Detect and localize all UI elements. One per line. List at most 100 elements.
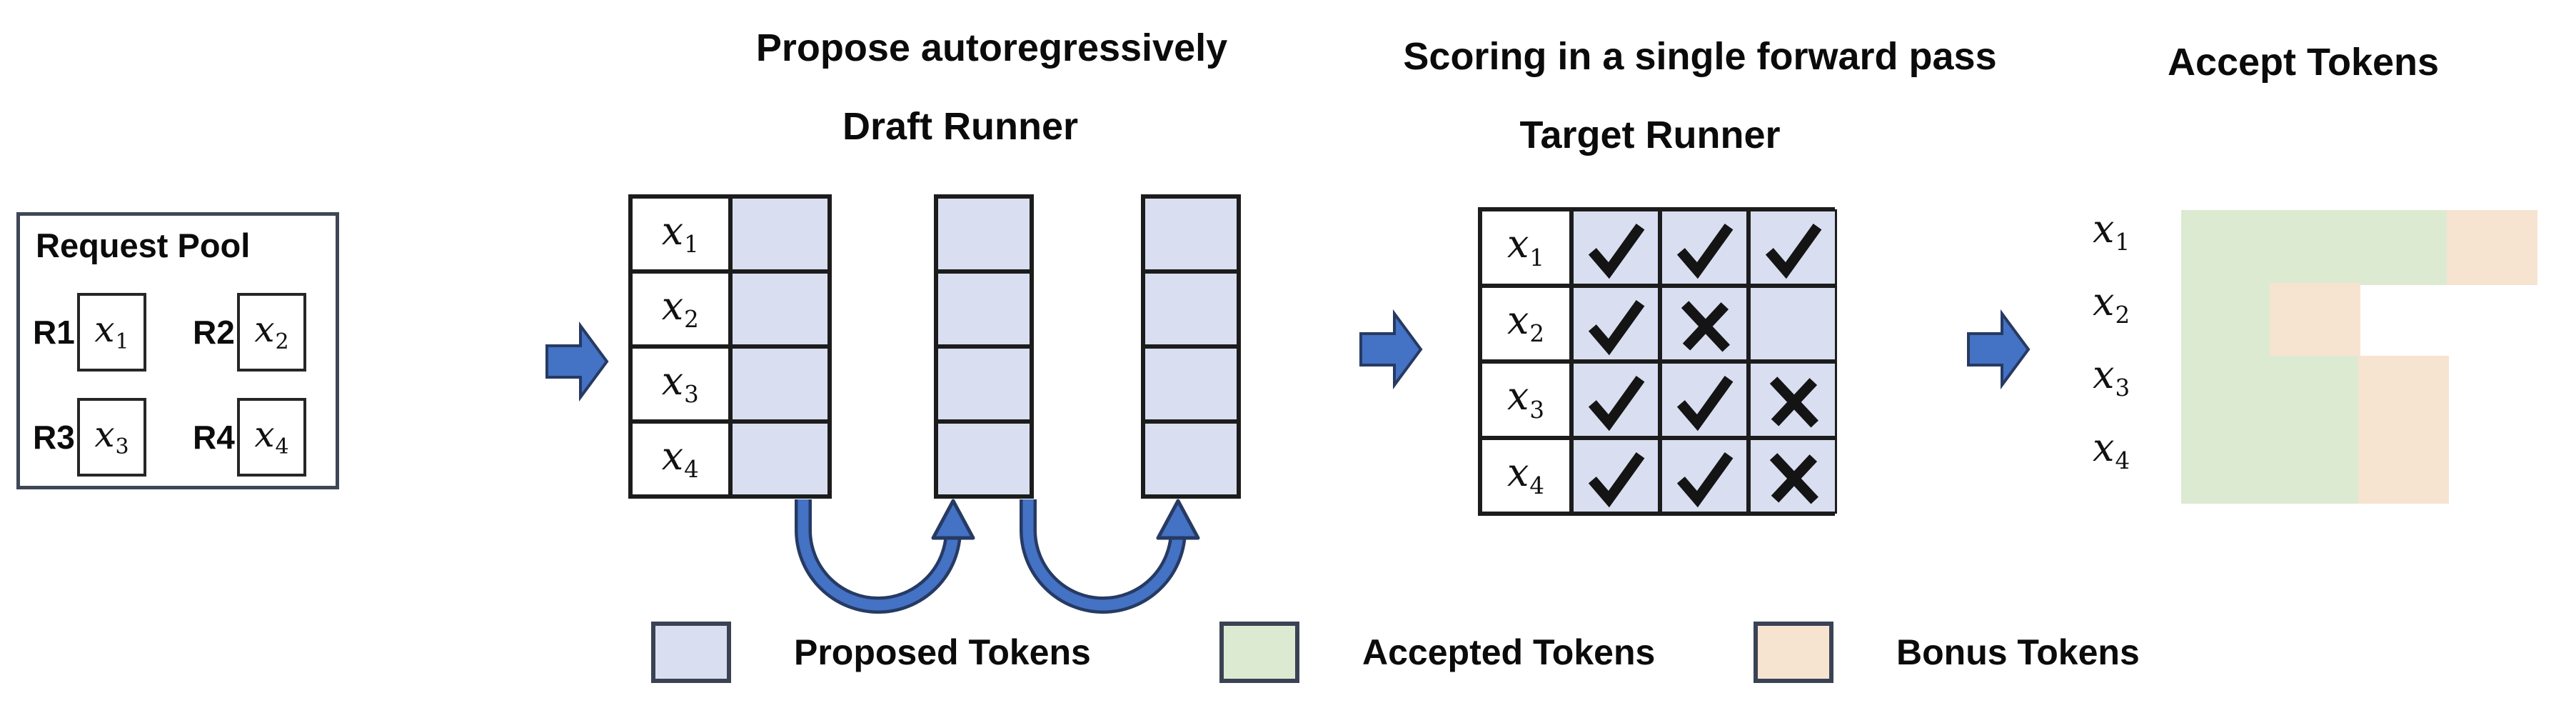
flow-arrow-draft-to-target-icon — [1359, 309, 1423, 389]
request-id-label: R1 — [33, 314, 75, 351]
accept-tokens-row: x2 — [2093, 283, 2360, 358]
token-label: x1 — [2093, 206, 2130, 256]
token-label: x3 — [2093, 352, 2130, 402]
draft-proposed-cell — [1143, 346, 1239, 422]
token-label: x2 — [661, 283, 699, 333]
request-item-r2: R2 x2 — [193, 293, 306, 372]
token-label: x4 — [661, 433, 699, 483]
token-label: x4 — [2093, 425, 2130, 475]
request-pool-title: Request Pool — [36, 226, 251, 264]
accepted-token-cell — [2181, 429, 2272, 504]
autoregressive-loop-arrow-1-icon — [795, 499, 975, 614]
target-runner-scoring-grid: x1 x2 x3 x4 — [1478, 207, 1837, 516]
accept-check-cell — [1749, 209, 1837, 286]
bonus-token-cell — [2447, 210, 2537, 285]
legend-label-bonus: Bonus Tokens — [1896, 632, 2140, 672]
token-label: x1 — [661, 208, 699, 258]
draft-runner-step2-column — [934, 194, 1034, 499]
request-token-label: x2 — [254, 308, 289, 355]
draft-proposed-cell — [730, 422, 830, 497]
accept-check-cell — [1660, 437, 1749, 514]
legend-label-accepted: Accepted Tokens — [1362, 632, 1656, 672]
accept-tokens-row: x3 — [2093, 356, 2449, 431]
bonus-color-swatch — [1754, 622, 1833, 683]
legend-item-proposed: Proposed Tokens — [651, 622, 1091, 683]
request-token-box: x2 — [237, 293, 306, 372]
accepted-token-cell — [2181, 356, 2272, 431]
legend-label-proposed: Proposed Tokens — [794, 632, 1091, 672]
draft-proposed-cell — [1143, 271, 1239, 346]
flow-arrow-target-to-accept-icon — [1967, 309, 2031, 389]
draft-runner-step3-column — [1141, 194, 1241, 499]
token-label: x2 — [2093, 279, 2130, 329]
request-token-label: x3 — [94, 413, 129, 460]
draft-row-label: x2 — [630, 271, 730, 346]
accept-tokens-row: x1 — [2093, 210, 2537, 285]
target-runner-title-line1: Scoring in a single forward pass — [1403, 35, 1997, 78]
accept-check-cell — [1571, 437, 1660, 514]
request-token-box: x4 — [237, 398, 306, 477]
accept-check-cell — [1660, 362, 1749, 438]
request-token-label: x4 — [254, 413, 289, 460]
accept-row-label: x4 — [2093, 429, 2183, 504]
draft-row-label: x1 — [630, 196, 730, 271]
reject-cross-cell — [1749, 362, 1837, 438]
accept-check-cell — [1571, 209, 1660, 286]
empty-score-cell — [1749, 285, 1837, 362]
draft-row-label: x4 — [630, 422, 730, 497]
draft-runner-step1-table: x1 x2 x3 x4 — [628, 194, 832, 499]
request-item-r1: R1 x1 — [33, 293, 146, 372]
accepted-token-cell — [2270, 210, 2360, 285]
token-label: x2 — [1506, 297, 1545, 348]
request-token-box: x1 — [77, 293, 146, 372]
draft-proposed-cell — [730, 271, 830, 346]
draft-proposed-cell — [936, 196, 1032, 271]
accepted-token-cell — [2181, 210, 2272, 285]
accept-row-label: x2 — [2093, 283, 2183, 358]
token-label: x3 — [661, 358, 699, 408]
request-token-label: x1 — [94, 308, 129, 355]
target-row-label: x1 — [1480, 209, 1571, 286]
token-label: x1 — [1506, 221, 1545, 271]
accept-tokens-title: Accept Tokens — [2167, 41, 2440, 84]
draft-proposed-cell — [1143, 422, 1239, 497]
token-label: x3 — [1506, 374, 1545, 424]
accept-check-cell — [1660, 209, 1749, 286]
accept-check-cell — [1571, 285, 1660, 362]
draft-proposed-cell — [936, 422, 1032, 497]
target-runner-title-line2: Target Runner — [1519, 114, 1781, 156]
reject-cross-cell — [1749, 437, 1837, 514]
accepted-token-cell — [2358, 210, 2449, 285]
legend-item-bonus: Bonus Tokens — [1754, 622, 2140, 683]
draft-runner-title-line2: Draft Runner — [842, 105, 1079, 148]
request-item-r4: R4 x4 — [193, 398, 306, 477]
request-id-label: R4 — [193, 419, 235, 456]
target-row-label: x4 — [1480, 437, 1571, 514]
accepted-token-cell — [2270, 429, 2360, 504]
request-id-label: R2 — [193, 314, 235, 351]
draft-proposed-cell — [1143, 196, 1239, 271]
request-id-label: R3 — [33, 419, 75, 456]
request-token-box: x3 — [77, 398, 146, 477]
request-item-r3: R3 x3 — [33, 398, 146, 477]
bonus-token-cell — [2270, 283, 2360, 358]
draft-proposed-cell — [730, 196, 830, 271]
accept-row-label: x3 — [2093, 356, 2183, 431]
flow-arrow-pool-to-draft-icon — [545, 321, 609, 402]
draft-proposed-cell — [936, 271, 1032, 346]
bonus-token-cell — [2358, 356, 2449, 431]
legend-item-accepted: Accepted Tokens — [1219, 622, 1655, 683]
autoregressive-loop-arrow-2-icon — [1020, 499, 1200, 614]
target-row-label: x3 — [1480, 362, 1571, 438]
accept-tokens-row: x4 — [2093, 429, 2449, 504]
accepted-token-cell — [2270, 356, 2360, 431]
accepted-color-swatch — [1219, 622, 1299, 683]
accepted-token-cell — [2181, 283, 2272, 358]
token-label: x4 — [1506, 449, 1545, 500]
draft-proposed-cell — [730, 346, 830, 422]
bonus-token-cell — [2358, 429, 2449, 504]
reject-cross-cell — [1660, 285, 1749, 362]
target-row-label: x2 — [1480, 285, 1571, 362]
